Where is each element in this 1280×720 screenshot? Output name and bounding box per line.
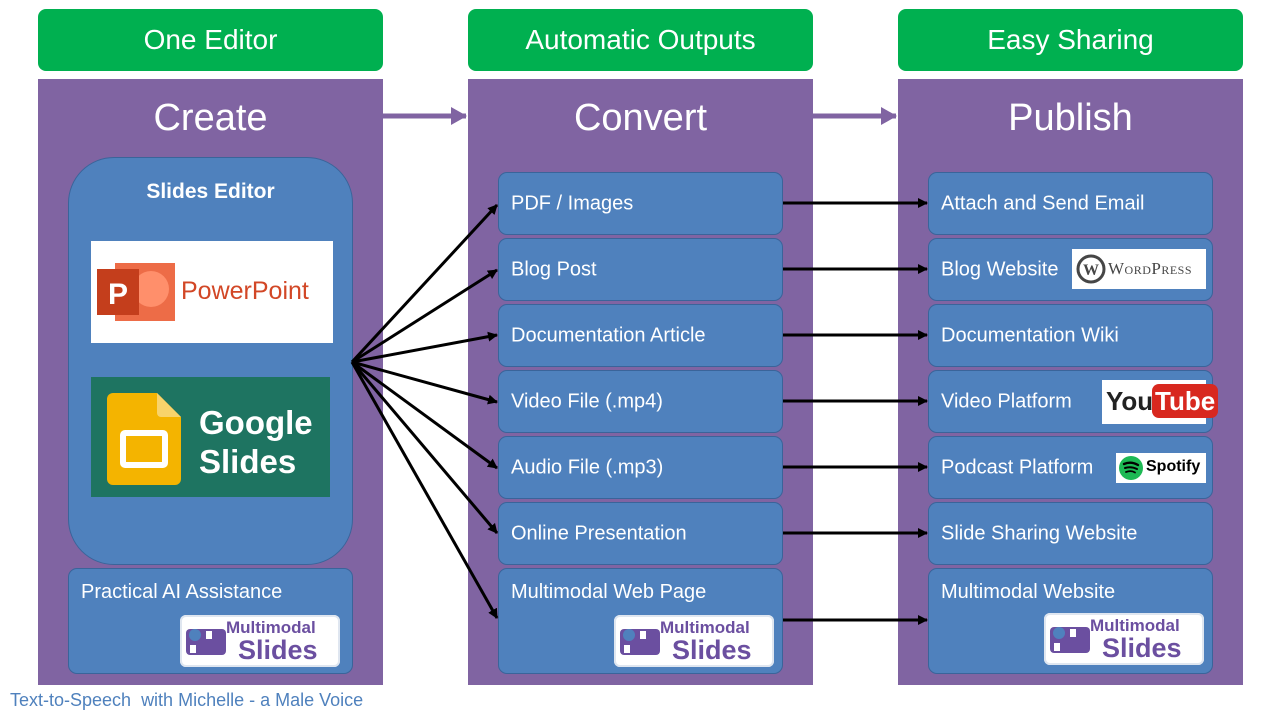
multimodal-slides-icon [620,629,660,655]
dest-label: Slide Sharing Website [941,522,1138,544]
youtube-tube: Tube [1152,384,1219,418]
dest-multimodal-website: Multimodal Website Multimodal Slides [928,568,1213,674]
output-documentation-article: Documentation Article [498,304,783,367]
arrow-editor-to-presentation [350,361,499,534]
dest-documentation-wiki: Documentation Wiki [928,304,1213,367]
header-automatic-outputs: Automatic Outputs [468,9,813,71]
dest-label: Podcast Platform [941,456,1094,478]
create-title: Create [153,97,268,139]
slides-text: Slides [1102,633,1182,663]
output-pdf-images: PDF / Images [498,172,783,235]
spotify-logo: Spotify [1116,453,1206,483]
output-label: Multimodal Web Page [511,581,707,603]
spotify-icon [1119,456,1143,480]
multimodal-text: Multimodal [660,618,750,637]
youtube-logo: You Tube [1102,380,1219,424]
powerpoint-icon: P [97,263,175,321]
powerpoint-logo: P PowerPoint [91,241,333,343]
arrow-editor-to-documentation [351,331,498,364]
google-slides-line1: Google [199,404,313,441]
arrow-editor-to-blog [351,268,498,364]
wordpress-text: WordPress [1108,259,1193,278]
google-slides-icon [107,393,181,485]
spotify-text: Spotify [1146,458,1201,475]
output-online-presentation: Online Presentation [498,502,783,565]
arrow-editor-to-multimodal [350,361,499,619]
multimodal-slides-logo: Multimodal Slides [614,615,774,667]
header-easy-sharing: Easy Sharing [898,9,1243,71]
dest-label: Blog Website [941,258,1059,280]
output-audio-file: Audio File (.mp3) [498,436,783,499]
output-label: PDF / Images [511,192,634,214]
slides-text: Slides [672,635,752,665]
wordpress-w: W [1083,262,1099,279]
slides-editor-title: Slides Editor [146,180,275,203]
multimodal-slides-logo: Multimodal Slides [180,615,340,667]
dest-podcast-platform: Podcast Platform Spotify [928,436,1213,499]
arrow-editor-to-video [351,360,498,405]
header-one-editor: One Editor [38,9,383,71]
youtube-you: You [1106,386,1154,416]
output-label: Documentation Article [511,324,706,346]
dest-label: Multimodal Website [941,581,1116,603]
ai-assistance-box: Practical AI Assistance Multimodal Slide… [68,568,353,674]
multimodal-slides-icon [1050,627,1090,653]
wordpress-logo: W WordPress [1072,249,1206,289]
output-blog-post: Blog Post [498,238,783,301]
google-slides-logo: Google Slides [91,377,330,497]
footer-caption: Text-to-Speech with Michelle - a Male Vo… [10,690,364,710]
multimodal-slides-logo: Multimodal Slides [1044,613,1204,665]
arrow-editor-to-audio [351,360,498,470]
dest-email: Attach and Send Email [928,172,1213,235]
slides-text: Slides [238,635,318,665]
multimodal-text: Multimodal [1090,616,1180,635]
arrow-editor-to-pdf [350,203,499,364]
convert-title: Convert [573,97,708,139]
wordpress-icon: W [1076,254,1106,284]
publish-title: Publish [1008,97,1133,139]
dest-blog-website: Blog Website W WordPress [928,238,1213,301]
output-video-file: Video File (.mp4) [498,370,783,433]
output-label: Blog Post [511,258,597,280]
dest-slide-sharing: Slide Sharing Website [928,502,1213,565]
google-slides-text: Google Slides [199,403,313,481]
svg-text:P: P [108,278,128,311]
ai-assistance-label: Practical AI Assistance [81,581,283,603]
multimodal-text: Multimodal [226,618,316,637]
dest-video-platform: Video Platform You Tube [928,370,1219,433]
slides-editor-box: Slides Editor P PowerPoint Google Slides [68,157,353,565]
dest-label: Attach and Send Email [941,192,1145,214]
output-multimodal-web-page: Multimodal Web Page Multimodal Slides [498,568,783,674]
multimodal-slides-icon [186,629,226,655]
output-label: Video File (.mp4) [511,390,663,412]
dest-label: Documentation Wiki [941,324,1119,346]
google-slides-line2: Slides [199,443,297,480]
powerpoint-label: PowerPoint [181,277,309,305]
output-label: Audio File (.mp3) [511,456,664,478]
dest-label: Video Platform [941,390,1072,412]
output-label: Online Presentation [511,522,687,544]
